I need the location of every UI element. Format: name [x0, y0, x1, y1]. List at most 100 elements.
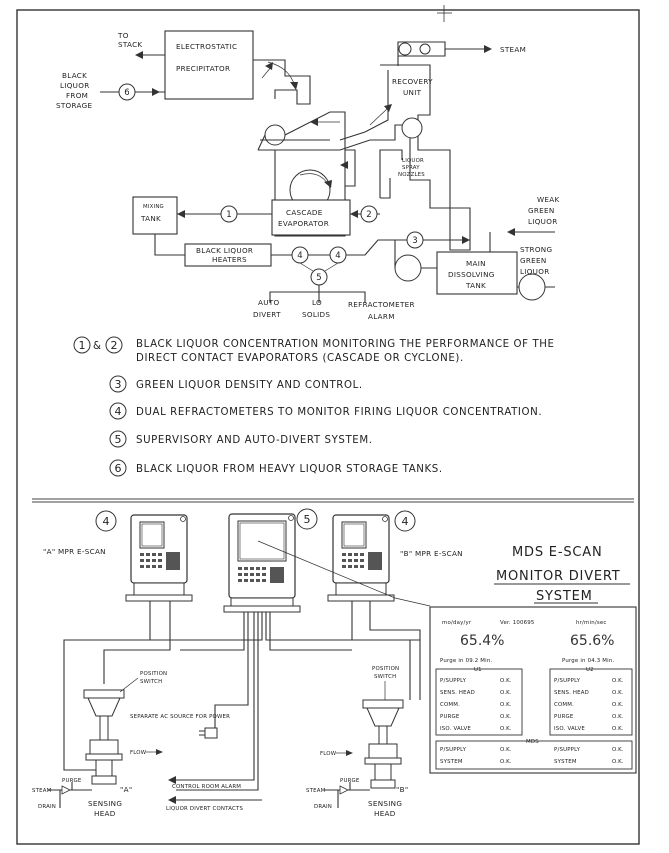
legend-amp: &: [93, 341, 102, 352]
refractometer-1: REFRACTOMETER: [348, 300, 415, 309]
steam-drum: [397, 41, 446, 57]
mds-row-status-right: O.K.: [612, 759, 624, 765]
panel-purge-left: Purge in 09.2 Min.: [440, 658, 492, 664]
u1-row-label: SENS. HEAD: [440, 690, 475, 696]
legend-callout-3-num: 3: [115, 378, 122, 391]
callout-5-mds: [296, 508, 318, 530]
steam-drum-right: [419, 43, 431, 55]
dissolving-label-2: DISSOLVING: [448, 270, 495, 279]
legend-text-6: BLACK LIQUOR FROM HEAVY LIQUOR STORAGE T…: [136, 464, 443, 475]
precipitator-label-2: PRECIPITATOR: [176, 64, 230, 73]
unit-b-enclosure: [327, 514, 395, 602]
legend-callout-3: [109, 375, 127, 393]
callout-5-top-num: 5: [316, 273, 321, 283]
position-switch-b-1: POSITION: [372, 666, 399, 672]
panel-leader: [257, 540, 431, 607]
callout-4-top-a-num: 4: [297, 251, 302, 261]
strong-green-2: GREEN: [520, 256, 547, 265]
u2-row-status: O.K.: [612, 726, 624, 732]
auto-divert-1: AUTO: [258, 298, 279, 307]
mds-row-label-left: SYSTEM: [440, 759, 463, 765]
legend-text-4: DUAL REFRACTOMETERS TO MONITOR FIRING LI…: [136, 407, 542, 418]
mixing-label-1: MIXING: [143, 204, 164, 210]
drain-b-label: DRAIN: [314, 804, 332, 810]
weak-green-arrow-icon: [507, 228, 515, 236]
purge-a-label: PURGE: [62, 778, 82, 784]
u2-row-status: O.K.: [612, 702, 624, 708]
spray-label-2: SPRAY: [402, 165, 420, 171]
mixing-to-heaters: [154, 234, 185, 256]
u2-row-status: O.K.: [612, 714, 624, 720]
weak-green-1: WEAK: [537, 195, 559, 204]
callout-4-unit-a: [95, 510, 117, 532]
mds-row-label-right: P/SUPPLY: [554, 747, 581, 753]
purge-b-label: PURGE: [340, 778, 360, 784]
sensing-head-b-2: HEAD: [374, 809, 396, 818]
position-switch-a-1: POSITION: [140, 671, 167, 677]
dissolving-tank-box: [436, 251, 518, 295]
evaporator-belt: [257, 111, 346, 151]
tag-b-label: "B": [396, 785, 408, 794]
pump-left: [394, 254, 422, 282]
mixing-tank-box: [132, 196, 178, 235]
legend-callout-4-num: 4: [115, 405, 122, 418]
legend-text-1b: DIRECT CONTACT EVAPORATORS (CASCADE OR C…: [136, 353, 464, 364]
sheet-frame: [16, 9, 640, 845]
evaporator-arrow-icon: [324, 180, 332, 188]
legend-item-4: 4 DUAL REFRACTOMETERS TO MONITOR FIRING …: [109, 402, 542, 420]
wiring: [63, 601, 421, 791]
steam-a-label: STEAM: [32, 788, 52, 794]
u2-box: [549, 668, 633, 736]
divert-arrow-icon: [168, 796, 176, 804]
separate-ac-label: SEPARATE AC SOURCE FOR POWER: [130, 714, 230, 720]
u2-row-status: O.K.: [612, 678, 624, 684]
panel-purge-right: Purge in 04.3 Min.: [562, 658, 614, 664]
bl-storage-label-1: BLACK: [62, 71, 87, 80]
u1-row-label: P/SUPPLY: [440, 678, 467, 684]
flow-a-label: FLOW: [130, 750, 147, 756]
precipitator-box: [164, 30, 254, 100]
legend-item-5: 5 SUPERVISORY AND AUTO-DIVERT SYSTEM.: [109, 430, 372, 448]
u1-row-label: ISO. VALVE: [440, 726, 471, 732]
recovery-unit-shell: [330, 64, 471, 251]
callout-2-top-num: 2: [366, 210, 371, 220]
callout-5-links: [299, 262, 339, 272]
legend-callout-5: [109, 430, 127, 448]
unit-b-label: "B" MPR E-SCAN: [400, 549, 463, 558]
mds-enclosure: [223, 513, 301, 613]
legend-callout-1: [73, 336, 91, 354]
spray-feed: [379, 149, 403, 198]
valve-b-assembly: [362, 699, 404, 789]
recovery-arrow-icon: [384, 104, 392, 112]
mds-title-2: MONITOR DIVERT: [496, 569, 621, 584]
steam-drum-left: [398, 42, 412, 56]
mds-box: [435, 740, 633, 770]
flow-b-label: FLOW: [320, 751, 337, 757]
callout-1-top-num: 1: [226, 210, 231, 220]
recovery-label-1: RECOVERY: [392, 77, 433, 86]
sensing-head-a-1: SENSING: [88, 799, 122, 808]
legend-callout-4: [109, 402, 127, 420]
legend-item-1-2: 1 & 2 BLACK LIQUOR CONCENTRATION MONITOR…: [73, 336, 554, 364]
divert-branches: [269, 285, 366, 303]
steam-arrow-icon: [484, 45, 492, 53]
status-panel: [429, 606, 637, 774]
evaporator-wheel-left: [264, 124, 286, 146]
crosshair-mark: [437, 5, 452, 22]
legend-callout-2-num: 2: [111, 339, 118, 352]
stack-arrow-icon: [135, 51, 143, 59]
evap-mixing-arrow-icon: [177, 210, 185, 218]
position-switch-a-leader: [119, 677, 139, 693]
mixing-label-2: TANK: [140, 214, 161, 223]
weak-green-3: LIQUOR: [528, 217, 558, 226]
u1-row-status: O.K.: [500, 690, 512, 696]
recovery-unit-inner: [339, 70, 389, 141]
panel-date-label: mo/day/yr: [442, 620, 472, 626]
sensing-head-b-1: SENSING: [368, 799, 402, 808]
precipitator-label-1: ELECTROSTATIC: [176, 42, 237, 51]
auto-divert-2: DIVERT: [253, 310, 281, 319]
legend-callout-6-num: 6: [115, 462, 122, 475]
steam-b-label: STEAM: [306, 788, 326, 794]
spray-label-3: NOZZLES: [398, 172, 425, 178]
callout-4-unit-a-num: 4: [103, 515, 110, 528]
